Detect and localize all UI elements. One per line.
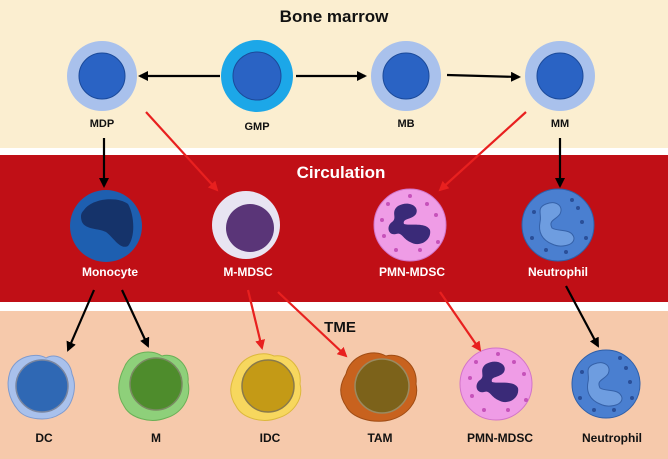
- mdp-label: MDP: [90, 118, 114, 130]
- arrow-monocyte-to-dc: [66, 289, 96, 352]
- idc-cell: [230, 353, 302, 421]
- pmn-mdsc-tme-cell: [459, 347, 533, 421]
- arrow-mb-to-mm: [446, 71, 521, 82]
- arrow-m-mdsc-to-tam: [277, 291, 348, 358]
- m-cell: [118, 351, 190, 421]
- dc-label: DC: [35, 431, 53, 445]
- pmn-mdsc-label: PMN-MDSC: [379, 265, 445, 279]
- pmn-mdsc-cell: [373, 188, 447, 262]
- mb-cell: [371, 41, 441, 111]
- dc-cell: [7, 354, 75, 420]
- arrow-neutrophil-to-neutrophil-tme: [565, 285, 599, 348]
- tam-cell: [340, 352, 418, 422]
- idc-label: IDC: [260, 431, 281, 445]
- neutrophil-tme-label: Neutrophil: [582, 431, 642, 445]
- mm-label: MM: [551, 118, 569, 130]
- monocyte-label: Monocyte: [82, 265, 138, 279]
- mdp-cell: [67, 41, 137, 111]
- mm-cell: [525, 41, 595, 111]
- circulation-title: Circulation: [297, 163, 386, 182]
- mb-label: MB: [397, 118, 414, 130]
- tam-label: TAM: [367, 431, 392, 445]
- arrow-mm-to-pmn-mdsc: [438, 111, 527, 192]
- gmp-cell: [221, 40, 293, 112]
- arrow-pmn-mdsc-to-pmn-mdsc-tme: [439, 291, 482, 352]
- monocyte-cell: [70, 190, 142, 262]
- neutrophil-label: Neutrophil: [528, 265, 588, 279]
- m-label: M: [151, 431, 161, 445]
- m-mdsc-label: M-MDSC: [223, 265, 273, 279]
- gmp-label: GMP: [244, 121, 269, 133]
- arrow-m-mdsc-to-idc: [246, 289, 265, 350]
- neutrophil-cell: [521, 188, 595, 262]
- pmn-mdsc-tme-label: PMN-MDSC: [467, 431, 533, 445]
- m-mdsc-cell: [212, 191, 280, 259]
- tme-title: TME: [324, 319, 356, 336]
- neutrophil-tme-cell: [571, 349, 641, 419]
- arrow-monocyte-to-m: [121, 289, 150, 348]
- arrow-mdp-to-m-mdsc: [145, 111, 219, 192]
- bone-marrow-title: Bone marrow: [280, 7, 389, 26]
- tme-region: [0, 311, 668, 459]
